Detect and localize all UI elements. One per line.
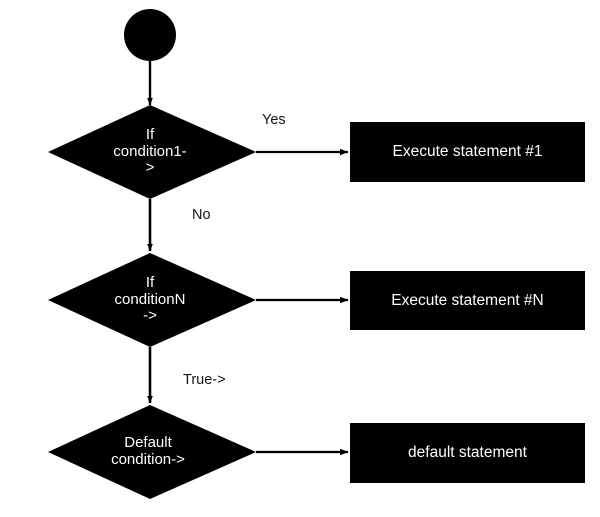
decision-default	[48, 405, 256, 499]
process-statement1	[350, 122, 585, 182]
edge-label-no: No	[192, 207, 211, 223]
decision-condition1	[48, 105, 256, 199]
edge-label-yes: Yes	[262, 112, 286, 128]
start-circle	[124, 9, 176, 61]
decision-conditionN	[48, 253, 256, 347]
process-statementN	[350, 271, 585, 330]
process-default-statement	[350, 423, 585, 483]
edge-label-true: True->	[183, 372, 226, 388]
